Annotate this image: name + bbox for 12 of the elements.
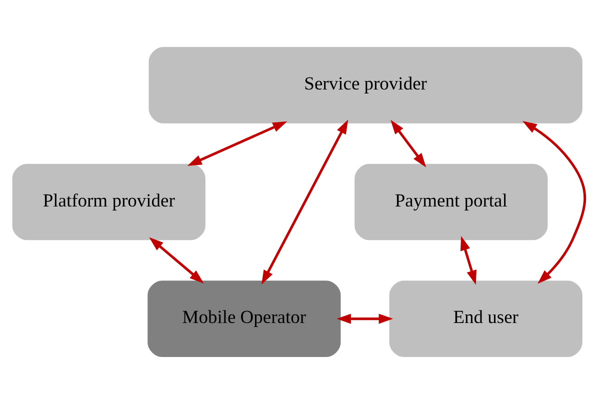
arrow [390, 119, 426, 167]
arrow [149, 236, 204, 284]
arrow [460, 236, 476, 284]
node-box: Mobile Operator [148, 280, 341, 356]
arrow [522, 120, 586, 284]
arrow [336, 313, 394, 324]
node-box: End user [389, 280, 582, 356]
arrow [187, 120, 288, 166]
node-box: Payment portal [354, 163, 548, 240]
arrow [262, 119, 348, 284]
node-box: Platform provider [12, 163, 206, 240]
node-box: Service provider [148, 46, 582, 123]
